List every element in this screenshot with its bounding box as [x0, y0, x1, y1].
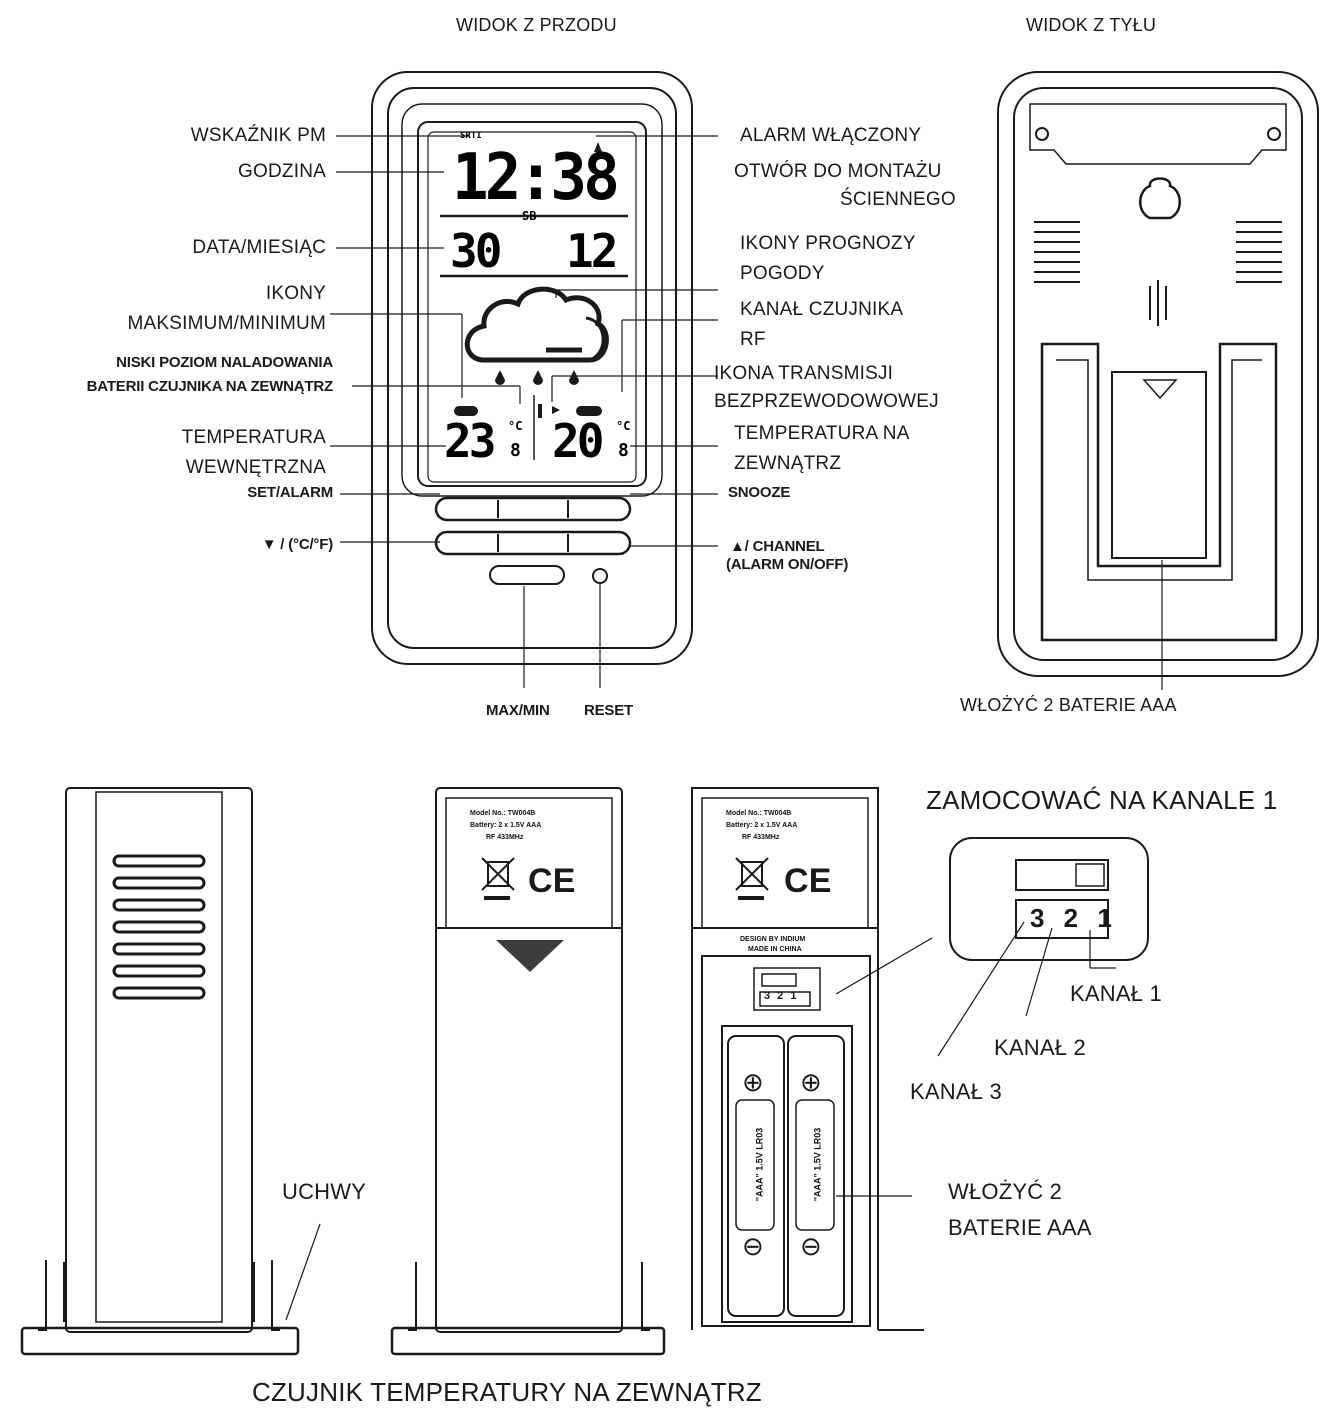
- label-wireless-1: IKONA TRANSMISJI: [714, 363, 894, 384]
- sensor-front: [20, 787, 321, 1356]
- label-forecast-2: POGODY: [740, 263, 825, 284]
- sensor-open: [691, 787, 933, 1331]
- label-set-alarm: SET/ALARM: [247, 484, 333, 501]
- pm-indicator: SRTI: [460, 131, 482, 141]
- plus-icon-1: ⊕: [742, 1067, 764, 1097]
- label-date: DATA/MIESIĄC: [192, 237, 326, 258]
- front-station: [371, 71, 693, 665]
- label-forecast-1: IKONY PROGNOZY: [740, 233, 916, 254]
- recycle-bin-icon: [481, 857, 515, 900]
- label-channel-2: KANAŁ 2: [994, 1035, 1086, 1060]
- label-back-batteries: WŁOŻYĆ 2 BATERIE AAA: [960, 695, 1177, 715]
- label-maxmin-1: IKONY: [265, 283, 326, 304]
- label-channel-3: KANAŁ 3: [910, 1079, 1002, 1104]
- cloud-rain-icon: [464, 286, 609, 363]
- label-stand: UCHWY: [282, 1179, 367, 1204]
- down-button: [434, 530, 632, 556]
- time-display: 12:38: [452, 141, 620, 215]
- minus-icon-2: ⊖: [800, 1231, 822, 1261]
- sticker-made: MADE IN CHINA: [748, 946, 802, 953]
- indoor-decimal: 8: [510, 440, 521, 461]
- sticker-model-2: Model No.: TW004B: [726, 810, 792, 817]
- label-mount-channel: ZAMOCOWAĆ NA KANALE 1: [926, 785, 1278, 815]
- label-wall-2: ŚCIENNEGO: [840, 189, 956, 210]
- cell-label-1: "AAA" 1.5V LR03: [754, 1127, 765, 1202]
- label-insert-1: WŁOŻYĆ 2: [948, 1179, 1063, 1204]
- label-outdoor-1: TEMPERATURA NA: [734, 423, 910, 444]
- label-maxmin-2: MAKSIMUM/MINIMUM: [127, 313, 326, 334]
- keyhole-icon: [1139, 177, 1181, 220]
- label-snooze: SNOOZE: [728, 484, 791, 501]
- label-down-unit: ▼ / (°C/°F): [261, 536, 334, 553]
- sticker-design: DESIGN BY INDIUM: [740, 936, 806, 943]
- label-battery-2: BATERII CZUJNIKA NA ZEWNĄTRZ: [86, 378, 334, 395]
- weekday-display: SB: [522, 209, 537, 223]
- channel-switch-detail: [937, 837, 1149, 1057]
- label-indoor-2: WEWNĘTRZNA: [185, 457, 326, 478]
- cell-label-2: "AAA" 1.5V LR03: [812, 1127, 823, 1202]
- plus-icon-2: ⊕: [800, 1067, 822, 1097]
- label-outdoor-2: ZEWNĄTRZ: [734, 453, 842, 474]
- back-station: [997, 71, 1319, 690]
- label-rf-2: RF: [740, 329, 766, 350]
- ce-mark: CE: [528, 862, 576, 900]
- label-reset-button: RESET: [584, 702, 634, 719]
- sensor-back: [390, 787, 666, 1356]
- label-channel-1: KANAŁ 1: [1070, 981, 1162, 1006]
- label-insert-2: BATERIE AAA: [948, 1215, 1092, 1240]
- label-up-channel-2: (ALARM ON/OFF): [726, 556, 849, 573]
- sticker-rf: RF 433MHz: [486, 834, 524, 841]
- minus-icon-1: ⊖: [742, 1231, 764, 1261]
- recycle-bin-icon-2: [735, 857, 769, 900]
- outdoor-unit: °C: [616, 419, 631, 433]
- sticker-battery: Battery: 2 x 1.5V AAA: [470, 822, 542, 829]
- sensor-title: CZUJNIK TEMPERATURY NA ZEWNĄTRZ: [252, 1377, 762, 1407]
- label-up-channel-1: ▲/ CHANNEL: [730, 538, 825, 555]
- label-hour: GODZINA: [238, 161, 326, 182]
- outdoor-decimal: 8: [618, 440, 629, 461]
- back-view-heading: WIDOK Z TYŁU: [1026, 15, 1157, 35]
- front-view-heading: WIDOK Z PRZODU: [456, 15, 617, 35]
- maxmin-button: [489, 565, 565, 585]
- sticker-model: Model No.: TW004B: [470, 810, 536, 817]
- label-pm: WSKAŹNIK PM: [190, 125, 326, 146]
- label-maxmin-button: MAX/MIN: [486, 702, 550, 719]
- reset-button: [592, 568, 608, 584]
- label-indoor-1: TEMPERATURA: [181, 427, 326, 448]
- ce-mark-2: CE: [784, 862, 832, 900]
- sticker-battery-2: Battery: 2 x 1.5V AAA: [726, 822, 798, 829]
- label-wall-1: OTWÓR DO MONTAŻU: [734, 161, 942, 182]
- outdoor-temp-display: 20: [552, 414, 604, 468]
- indoor-temp-display: 23: [444, 414, 496, 468]
- label-wireless-2: BEZPRZEWODOWOWEJ: [714, 391, 939, 412]
- set-alarm-button: [434, 496, 632, 522]
- indoor-unit: °C: [508, 419, 523, 433]
- front-leader-lines: [330, 135, 718, 688]
- sticker-rf-2: RF 433MHz: [742, 834, 780, 841]
- month-display: 12: [566, 224, 618, 278]
- label-rf-1: KANAŁ CZUJNIKA: [740, 299, 904, 320]
- day-display: 30: [450, 224, 502, 278]
- switch-numbers: 3 2 1: [1030, 903, 1118, 933]
- switch-numbers-small: 3 2 1: [764, 990, 799, 1002]
- bell-icon: [594, 142, 602, 152]
- label-battery-1: NISKI POZIOM NALADOWANIA: [116, 354, 333, 371]
- label-alarm-on: ALARM WŁĄCZONY: [740, 125, 922, 146]
